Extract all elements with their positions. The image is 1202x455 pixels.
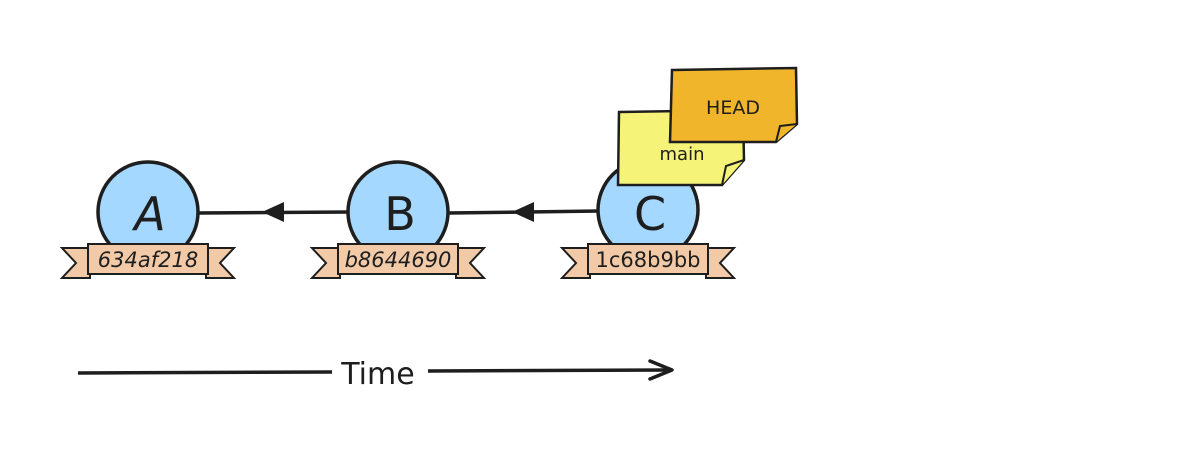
commit-letter: A: [131, 187, 165, 241]
branch-label: main: [660, 144, 705, 165]
head-note[interactable]: HEAD: [668, 66, 799, 144]
arrowhead-icon: [262, 202, 284, 222]
commit-hash: 1c68b9bb: [596, 248, 701, 272]
arrow-right-icon: [648, 359, 674, 381]
head-label: HEAD: [706, 97, 760, 119]
commit-a[interactable]: A 634af218: [59, 160, 237, 279]
hash-ribbon: b8644690: [309, 243, 487, 279]
hash-ribbon: 1c68b9bb: [559, 243, 737, 279]
hash-ribbon: 634af218: [59, 243, 237, 279]
edge-c-to-b: [447, 202, 601, 222]
commit-letter: C: [634, 187, 666, 241]
arrowhead-icon: [512, 202, 534, 222]
time-axis: Time: [77, 357, 674, 392]
time-label: Time: [340, 357, 414, 392]
commit-hash: b8644690: [345, 248, 452, 272]
commit-hash: 634af218: [98, 248, 198, 272]
commit-b[interactable]: B b8644690: [309, 160, 487, 279]
commit-letter: B: [384, 187, 416, 241]
edge-b-to-a: [197, 202, 351, 222]
